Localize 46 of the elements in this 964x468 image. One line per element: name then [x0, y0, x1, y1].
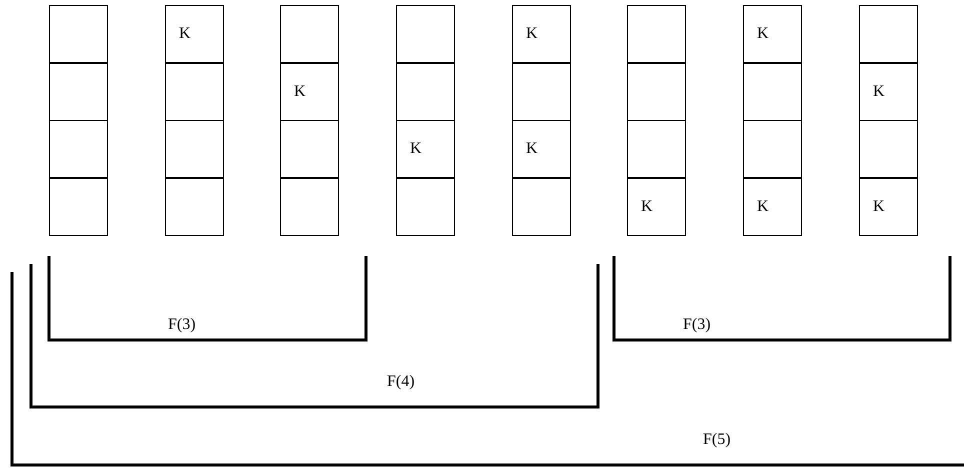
- grid-cell: [280, 63, 339, 121]
- bracket-label: F(3): [683, 316, 711, 334]
- grid-cell: [165, 120, 224, 178]
- bracket-label: F(4): [387, 373, 415, 391]
- grid-cell: [627, 178, 686, 236]
- grid-cell: [743, 63, 802, 121]
- grid-cell: [280, 120, 339, 178]
- grid-cell: [743, 5, 802, 63]
- grid-cell: [49, 63, 108, 121]
- cell-letter: K: [872, 83, 885, 101]
- grid-cell: [165, 5, 224, 63]
- grid-cell: [512, 5, 571, 63]
- cell-letter: K: [872, 198, 885, 216]
- cell-letter: K: [756, 198, 769, 216]
- bracket-label: F(3): [168, 316, 196, 334]
- grid-cell: [396, 5, 455, 63]
- grid-cell: [627, 5, 686, 63]
- cell-letter: K: [640, 198, 653, 216]
- grid-cell: [627, 120, 686, 178]
- grid-cell: [627, 63, 686, 121]
- cell-letter: K: [178, 25, 191, 43]
- grid-cell: [396, 120, 455, 178]
- grid-cell: [396, 178, 455, 236]
- grid-cell: [165, 63, 224, 121]
- grid-cell: [743, 120, 802, 178]
- grid-cell: [396, 63, 455, 121]
- grid-cell: [859, 120, 918, 178]
- cell-letter: K: [525, 140, 538, 158]
- grid-cell: [859, 5, 918, 63]
- grid-cell: [859, 63, 918, 121]
- grid-cell: [743, 178, 802, 236]
- grid-cell: [49, 120, 108, 178]
- cell-letter: K: [409, 140, 422, 158]
- cell-letter: K: [756, 25, 769, 43]
- grid-cell: [280, 5, 339, 63]
- cell-letter: K: [525, 25, 538, 43]
- bracket-label: F(5): [703, 431, 731, 449]
- grid-cell: [512, 120, 571, 178]
- grid-cell: [49, 178, 108, 236]
- grid-cell: [512, 178, 571, 236]
- cell-letter: K: [293, 83, 306, 101]
- grid-cell: [165, 178, 224, 236]
- grid-cell: [280, 178, 339, 236]
- grid-cell: [512, 63, 571, 121]
- grid-cell: [859, 178, 918, 236]
- grid-cell: [49, 5, 108, 63]
